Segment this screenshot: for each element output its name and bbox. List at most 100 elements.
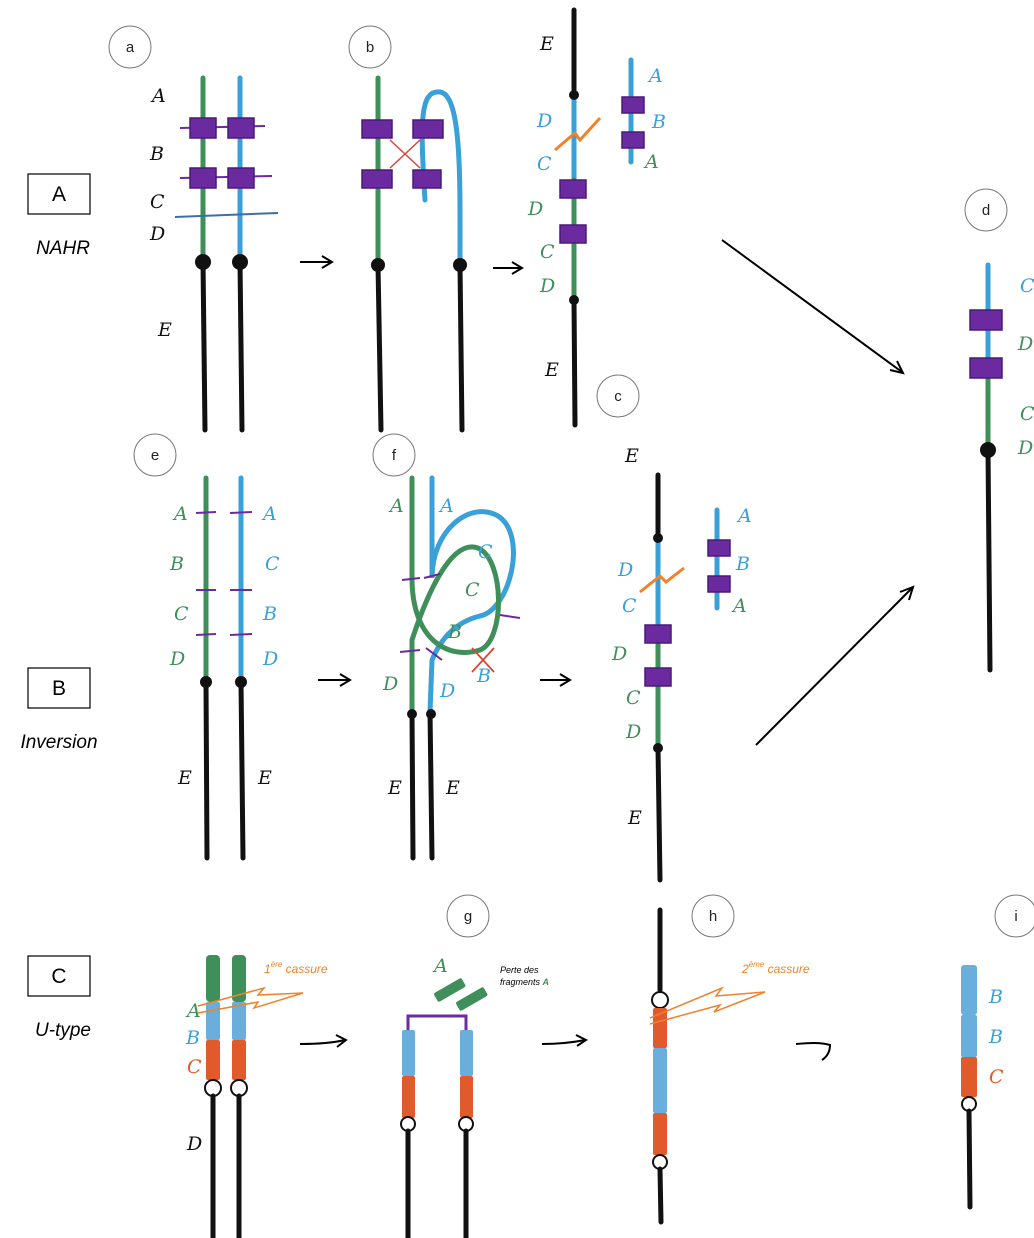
svg-text:C: C <box>187 1056 202 1078</box>
svg-text:E: E <box>627 807 642 829</box>
svg-text:A: A <box>261 503 277 525</box>
svg-text:C: C <box>1020 275 1034 297</box>
svg-text:D: D <box>169 648 185 670</box>
panel-label-e: e <box>133 433 177 477</box>
row-box-b: B <box>52 677 66 700</box>
panel-i-chromosome: B B C <box>961 965 1004 1210</box>
svg-text:D: D <box>527 198 543 220</box>
svg-text:h: h <box>709 908 717 925</box>
panel-label-g: g <box>446 894 490 938</box>
panel-f-chromosomes: A A C C B B D D E E <box>382 475 521 861</box>
svg-text:B: B <box>169 553 184 575</box>
svg-text:D: D <box>625 721 641 743</box>
svg-text:E: E <box>539 33 554 55</box>
panel-c-chromosome: E D C D C D E A B A <box>611 445 752 883</box>
repeat-box <box>189 117 217 139</box>
svg-text:i: i <box>1014 908 1017 925</box>
svg-text:C: C <box>265 553 280 575</box>
panel-a-chromosomes: A B C D E <box>149 75 279 433</box>
svg-text:A: A <box>647 65 663 87</box>
panel-label-b: b <box>348 25 392 69</box>
row-box-a: A <box>52 183 66 206</box>
panel-label-c: c <box>596 374 640 418</box>
svg-text:D: D <box>149 223 165 245</box>
svg-text:C: C <box>150 191 165 213</box>
panel-d-chromosome: C D C D <box>969 262 1034 673</box>
svg-text:A: A <box>643 151 659 173</box>
svg-text:B: B <box>185 1027 200 1049</box>
svg-text:B: B <box>262 603 277 625</box>
svg-text:B: B <box>476 665 491 687</box>
svg-text:a: a <box>126 39 135 56</box>
svg-text:D: D <box>382 673 398 695</box>
panel-e-chromosomes: A B C D A C B D E E <box>169 475 280 861</box>
arrow-b-to-c-top <box>493 261 524 275</box>
svg-text:E: E <box>624 445 639 467</box>
svg-text:A: A <box>736 505 752 527</box>
svg-text:A: A <box>438 495 454 517</box>
svg-text:A: A <box>731 595 747 617</box>
arrow-h-to-i <box>795 1042 832 1061</box>
svg-text:D: D <box>439 680 455 702</box>
row-caption-utype: U-type <box>35 1020 91 1041</box>
second-break-note: 2ème cassure <box>741 960 810 976</box>
svg-text:Perte des: Perte des <box>500 965 539 975</box>
svg-text:E: E <box>544 359 559 381</box>
svg-text:D: D <box>186 1133 202 1155</box>
panel-b-chromosomes <box>361 75 467 433</box>
svg-text:d: d <box>982 202 990 219</box>
svg-text:A: A <box>388 495 404 517</box>
svg-text:C: C <box>1020 403 1034 425</box>
panel-label-h: h <box>691 894 735 938</box>
svg-text:C: C <box>622 595 637 617</box>
row-label-utype: C U-type <box>27 955 91 1041</box>
svg-text:A: A <box>185 1000 201 1022</box>
arrow-e-to-f <box>318 673 352 687</box>
arrow-g-to-h <box>541 1034 588 1047</box>
row-box-c: C <box>51 965 66 988</box>
svg-text:C: C <box>174 603 189 625</box>
svg-text:D: D <box>539 275 555 297</box>
svg-text:E: E <box>445 777 460 799</box>
arrow-utype-to-g <box>299 1034 348 1048</box>
svg-text:g: g <box>464 908 472 925</box>
svg-text:fragments A: fragments A <box>500 977 549 987</box>
repeat-box <box>189 167 217 189</box>
arrow-to-d-top <box>721 239 905 375</box>
arrow-a-to-b <box>300 255 334 269</box>
svg-text:C: C <box>478 541 493 563</box>
svg-text:b: b <box>366 39 374 56</box>
svg-text:E: E <box>387 777 402 799</box>
svg-text:B: B <box>149 143 164 165</box>
svg-text:C: C <box>465 579 480 601</box>
svg-text:e: e <box>151 447 159 464</box>
first-break-note: 1ère cassure <box>264 960 328 976</box>
svg-text:C: C <box>626 687 641 709</box>
panel-label-d: d <box>964 188 1008 232</box>
svg-text:A: A <box>150 85 166 107</box>
row-label-inversion: B Inversion <box>20 667 98 753</box>
svg-text:E: E <box>177 767 192 789</box>
panel-utype-start: 1ère cassure A B C D <box>185 955 328 1238</box>
svg-text:B: B <box>735 553 750 575</box>
svg-text:B: B <box>447 621 462 643</box>
svg-text:E: E <box>157 319 172 341</box>
panel-g-chromosomes: A Perte des fragments A <box>400 955 549 1238</box>
arrow-f-to-c <box>540 673 572 687</box>
svg-text:D: D <box>611 643 627 665</box>
row-caption-nahr: NAHR <box>36 238 90 259</box>
panel-a-result: E D C D C D E A B A <box>527 7 666 428</box>
panel-h-chromosome: 2ème cassure <box>649 907 810 1225</box>
svg-text:B: B <box>988 1026 1003 1048</box>
arrow-to-d-bottom <box>755 585 915 746</box>
repeat-box <box>227 117 255 139</box>
svg-text:D: D <box>1017 437 1033 459</box>
svg-text:D: D <box>1017 333 1033 355</box>
row-label-nahr: A NAHR <box>27 173 91 259</box>
svg-text:C: C <box>540 241 555 263</box>
svg-text:c: c <box>614 388 622 405</box>
svg-text:D: D <box>617 559 633 581</box>
svg-text:D: D <box>536 110 552 132</box>
repeat-box <box>227 167 255 189</box>
